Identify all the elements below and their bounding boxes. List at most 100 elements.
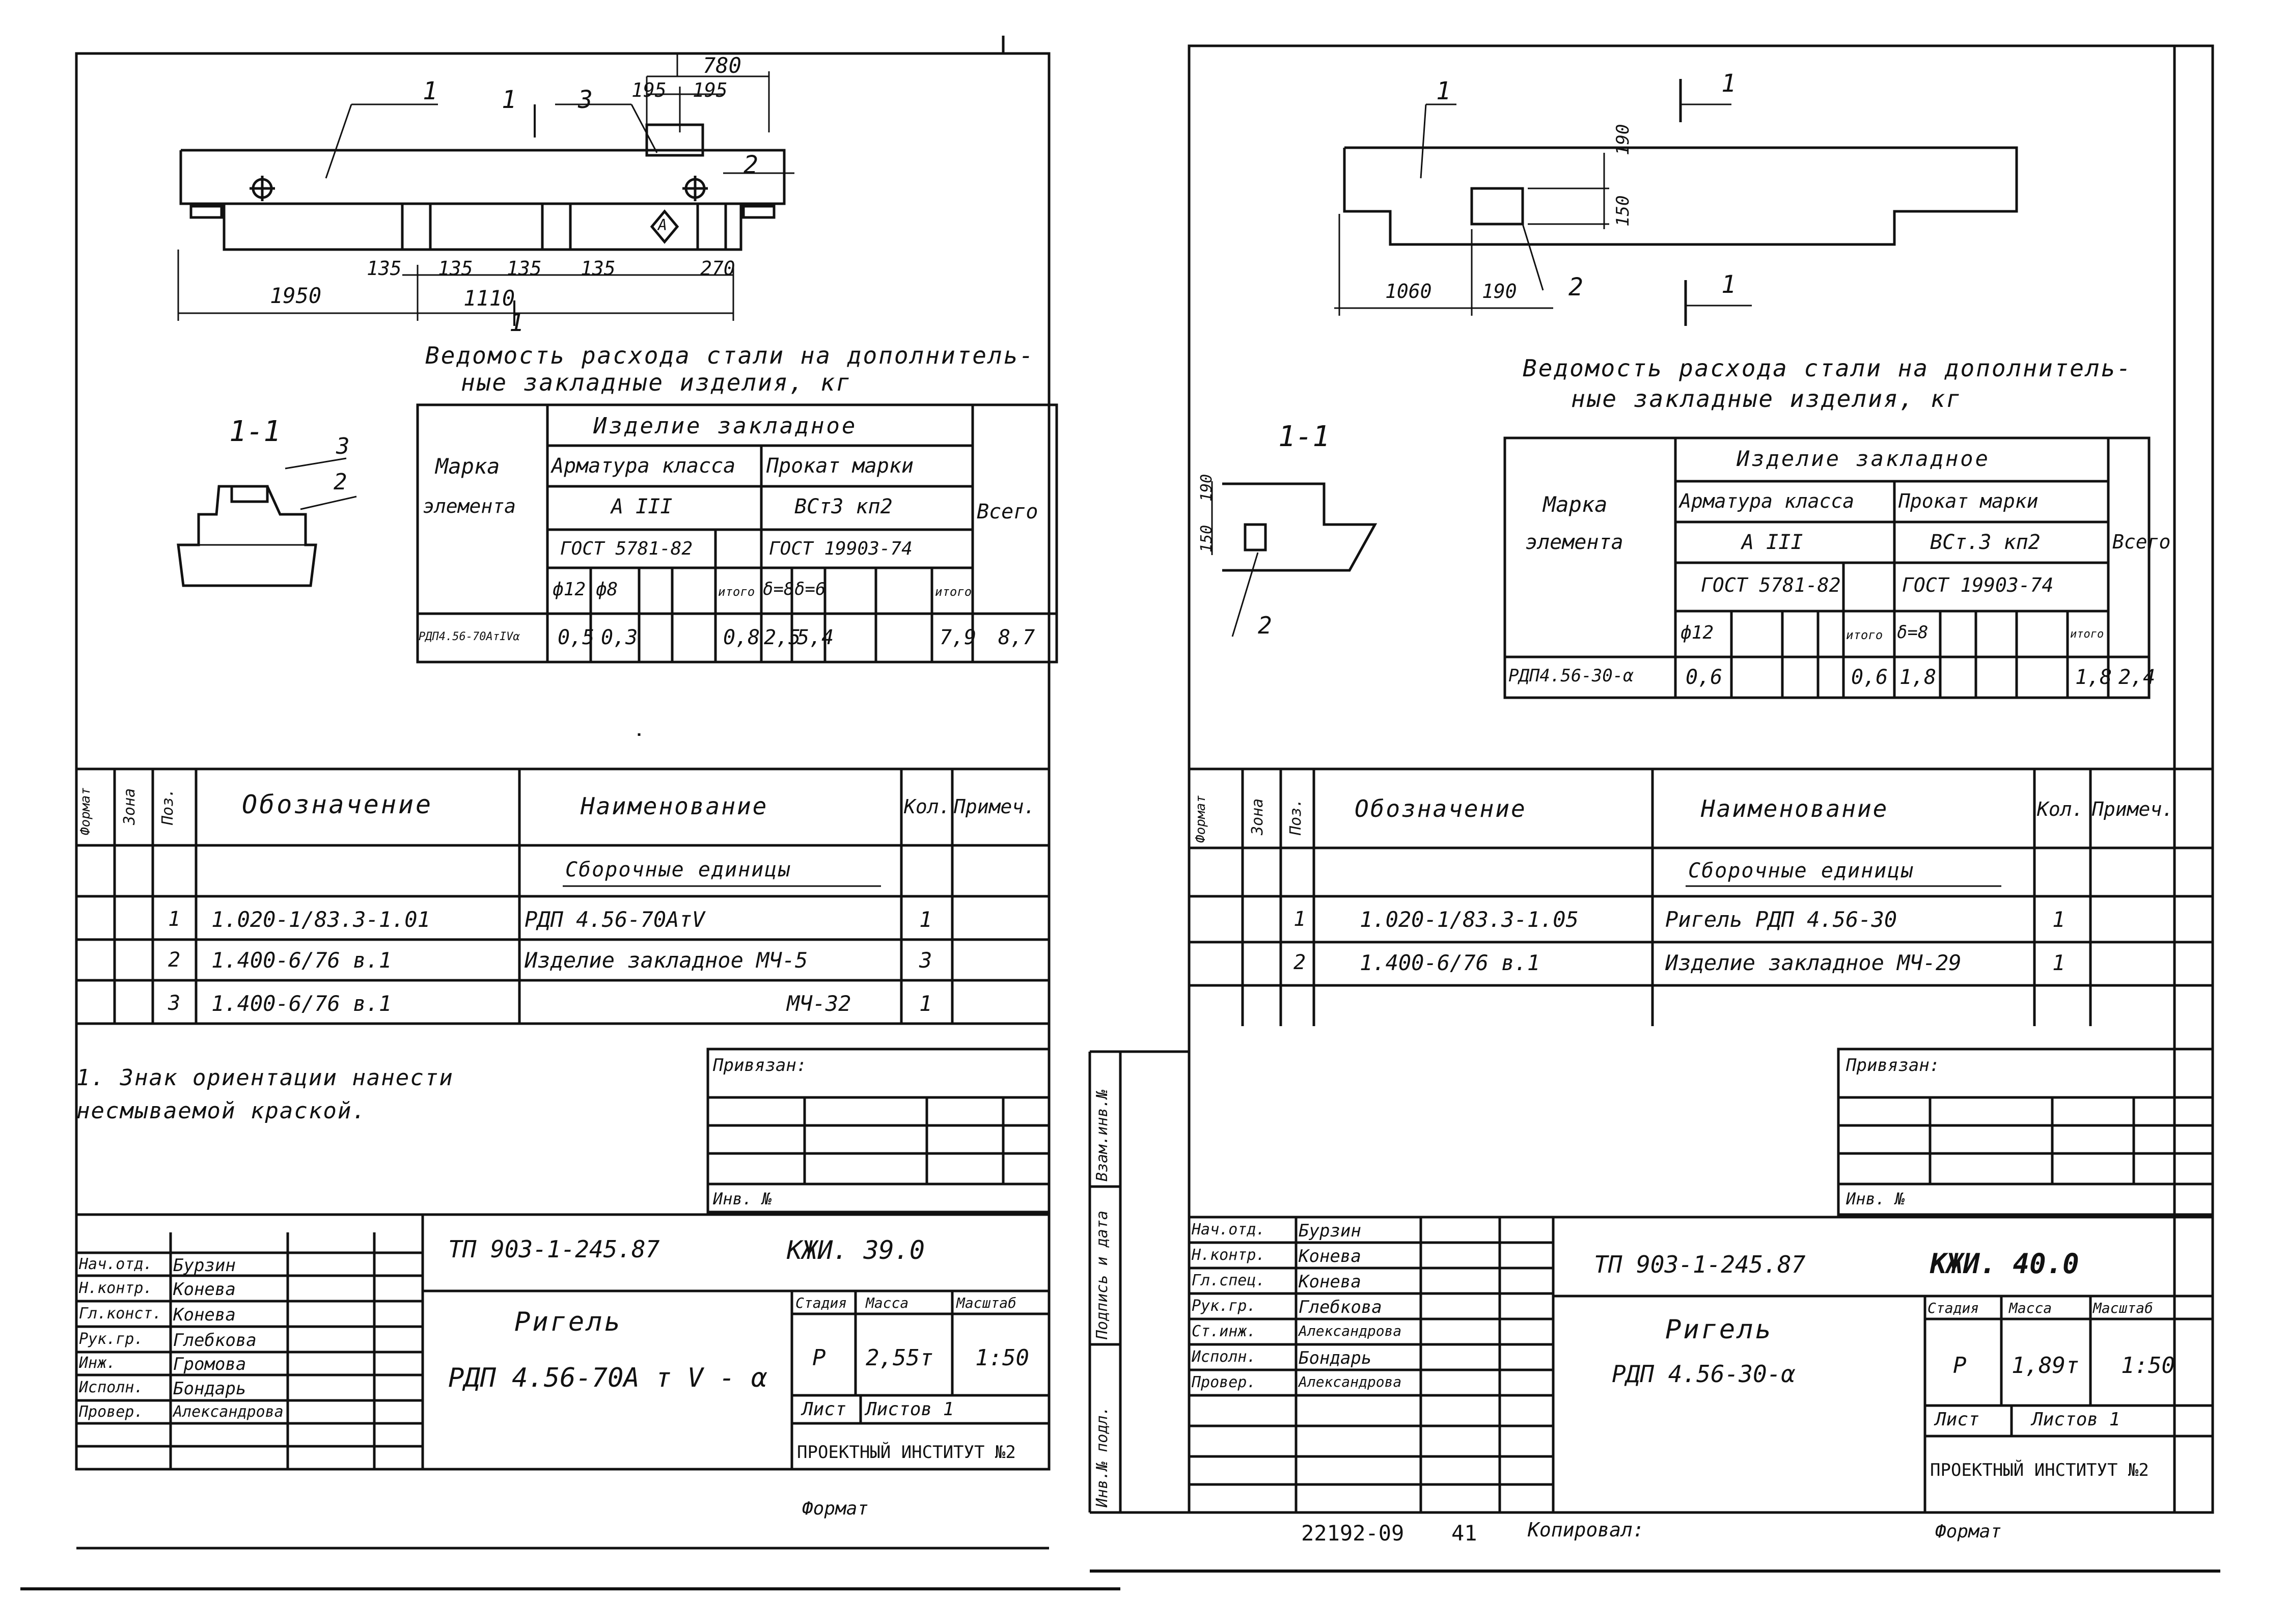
note-line-1: 1. Знак ориентации нанести — [76, 1065, 454, 1091]
r-steel-prokat-header: Прокат марки — [1898, 490, 2039, 512]
r-steel-elem-header: элемента — [1525, 531, 1623, 554]
r-title-line-1: Ригель — [1665, 1314, 1773, 1345]
steel-prokat-header: Прокат марки — [766, 454, 914, 478]
steel-row-v2: 0,3 — [601, 626, 638, 649]
r-steel-row-v8: 1,8 — [2075, 666, 2112, 689]
r-mass-header: Масса — [2009, 1300, 2052, 1316]
r-mark-2: 2 — [1568, 273, 1583, 301]
r-staff-name-5: Александрова — [1299, 1323, 1402, 1339]
steel-title-line1: Ведомость расхода стали на дополнитель- — [425, 342, 1035, 369]
r-steel-total-header: Всего — [2112, 531, 2171, 553]
spec-format-header: Формат — [78, 787, 93, 835]
section-title: 1-1 — [229, 415, 281, 448]
r-spec-row-1-qty: 1 — [2052, 907, 2065, 932]
title-line-2: РДП 4.56-70А т V - α — [448, 1363, 767, 1393]
footer-copied: Копировал: — [1528, 1519, 1644, 1541]
r-steel-col-8: итого — [2070, 628, 2104, 641]
r-steel-title-line1: Ведомость расхода стали на дополнитель- — [1523, 354, 2133, 382]
dim-270: 270 — [700, 257, 735, 280]
mass-header: Масса — [866, 1295, 909, 1311]
side-label-vzam: Взам.инв.№ — [1093, 1089, 1111, 1181]
spec-qty-header: Кол. — [904, 795, 951, 818]
spec-pos-header: Поз. — [159, 788, 177, 825]
r-steel-row-v4: 0,6 — [1851, 666, 1888, 689]
r-section-pos-2: 2 — [1258, 612, 1272, 639]
spec-row-2-pos: 2 — [168, 948, 181, 972]
note-line-2: несмываемой краской. — [76, 1098, 367, 1124]
dim-135-c: 135 — [507, 257, 542, 280]
r-steel-title-line2: ные закладные изделия, кг — [1571, 385, 1962, 412]
r-sheet-label: Лист — [1935, 1409, 1979, 1430]
steel-gost-1: ГОСТ 5781-82 — [560, 538, 693, 559]
r-spec-qty-header: Кол. — [2037, 798, 2084, 820]
stage-value: Р — [812, 1345, 826, 1371]
staff-role-3: Гл.конст. — [79, 1305, 162, 1323]
r-stage-value: Р — [1953, 1353, 1967, 1379]
dim-1950: 1950 — [270, 283, 322, 308]
dim-135-d: 135 — [581, 257, 616, 280]
side-label-sign: Подпись и дата — [1093, 1210, 1111, 1339]
steel-col-8: итого — [935, 585, 972, 599]
r-spec-row-1-name: Ригель РДП 4.56-30 — [1665, 907, 1897, 932]
r-staff-role-3: Гл.спец. — [1192, 1272, 1265, 1289]
dim-780: 780 — [703, 53, 741, 78]
r-mark-1: 1 — [1436, 77, 1451, 105]
staff-name-6: Бондарь — [173, 1379, 246, 1399]
spec-section-label: Сборочные единицы — [565, 858, 791, 882]
steel-elem-header: элемента — [423, 495, 516, 517]
steel-mark-header: Марка — [435, 454, 500, 479]
footer-page: 41 — [1451, 1521, 1477, 1546]
steel-row-v5: 2,5 — [764, 626, 801, 649]
title-line-1: Ригель — [514, 1307, 622, 1337]
dim-195-b: 195 — [693, 79, 728, 101]
spec-row-3-pos: 3 — [168, 992, 181, 1015]
steel-row-v8: 7,9 — [940, 626, 977, 649]
r-staff-role-1: Нач.отд. — [1192, 1221, 1265, 1238]
r-spec-row-2-name: Изделие закладное МЧ-29 — [1665, 950, 1962, 975]
r-spec-zone-header: Зона — [1249, 798, 1266, 835]
r-staff-role-2: Н.контр. — [1192, 1246, 1265, 1264]
r-spec-section-label: Сборочные единицы — [1688, 859, 1914, 883]
r-steel-item-header: Изделие закладное — [1737, 446, 1990, 471]
r-steel-col-5: δ=8 — [1897, 622, 1929, 643]
r-spec-row-2-pos: 2 — [1293, 951, 1306, 974]
staff-role-2: Н.контр. — [79, 1279, 153, 1297]
steel-col-5: δ=8 — [763, 579, 794, 599]
r-spec-name-header: Наименование — [1701, 795, 1889, 822]
side-label-inv: Инв.№ подл. — [1093, 1406, 1111, 1507]
r-stage-header: Стадия — [1927, 1300, 1979, 1316]
staff-name-5: Громова — [173, 1354, 246, 1374]
r-spec-pos-header: Поз. — [1287, 798, 1305, 835]
r-staff-role-4: Рук.гр. — [1192, 1297, 1256, 1315]
r-section-dim-190: 190 — [1198, 474, 1216, 502]
spec-name-header: Наименование — [581, 792, 768, 820]
r-staff-name-6: Бондарь — [1299, 1348, 1372, 1368]
dim-135-a: 135 — [367, 257, 402, 280]
r-staff-role-5: Ст.инж. — [1192, 1323, 1256, 1340]
staff-name-2: Конева — [173, 1279, 236, 1300]
orient-mark: A — [658, 216, 668, 234]
r-project-number: ТП 903-1-245.87 — [1594, 1251, 1806, 1278]
r-steel-arm-header: Арматура класса — [1679, 490, 1855, 512]
r-spec-row-1-pos: 1 — [1293, 907, 1306, 931]
staff-role-1: Нач.отд. — [79, 1255, 153, 1273]
r-steel-col-4: итого — [1846, 628, 1883, 642]
r-staff-role-6: Исполн. — [1192, 1348, 1256, 1366]
steel-col-1: ф12 — [553, 579, 586, 600]
steel-row-v4: 0,8 — [723, 626, 760, 649]
r-staff-name-1: Бурзин — [1299, 1221, 1361, 1241]
spec-row-2-qty: 3 — [919, 948, 932, 973]
spec-row-1-name: РДП 4.56-70АтV — [525, 907, 705, 932]
r-section-title: 1-1 — [1278, 420, 1330, 453]
r-steel-row-total: 2,4 — [2118, 666, 2156, 689]
r-mass-value: 1,89т — [2012, 1353, 2079, 1379]
r-scale-value: 1:50 — [2121, 1353, 2175, 1379]
spec-row-2-desig: 1.400-6/76 в.1 — [211, 948, 392, 973]
spec-row-1-pos: 1 — [168, 907, 181, 931]
section-mark-1-bottom: 1 — [509, 309, 524, 337]
r-steel-row-v1: 0,6 — [1686, 666, 1723, 689]
r-steel-prokat-class: ВСт.3 кп2 — [1930, 531, 2041, 554]
r-spec-row-1-desig: 1.020-1/83.3-1.05 — [1360, 907, 1579, 932]
r-dim-1060: 1060 — [1385, 280, 1432, 302]
spec-row-3-qty: 1 — [919, 991, 932, 1016]
